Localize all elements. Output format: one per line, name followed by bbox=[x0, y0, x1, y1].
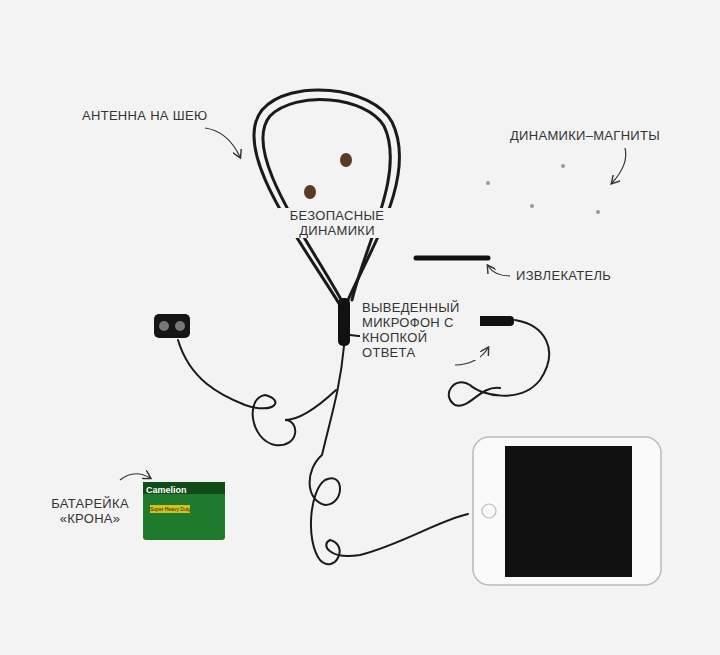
part-label: АНТЕННА НА ШЕЮ bbox=[82, 108, 242, 123]
part-label: БЕЗОПАСНЫЕ ДИНАМИКИ bbox=[278, 208, 396, 238]
battery-clip bbox=[154, 314, 190, 338]
part-label: БАТАРЕЙКА «КРОНА» bbox=[40, 496, 140, 526]
smartphone bbox=[473, 437, 661, 585]
part-label: ДИНАМИКИ–МАГНИТЫ bbox=[510, 128, 700, 143]
extractor bbox=[416, 256, 488, 261]
part-label: ВЫВЕДЕННЫЙ МИКРОФОН С КНОПКОЙ ОТВЕТА bbox=[360, 300, 480, 360]
brand-text: Camelion bbox=[146, 485, 222, 495]
magnets bbox=[486, 164, 600, 214]
battery-subtext: Super Heavy Duty bbox=[150, 505, 190, 513]
neck-antenna bbox=[254, 90, 400, 305]
part-label: ИЗВЛЕКАТЕЛЬ bbox=[516, 268, 656, 283]
earpiece bbox=[304, 185, 316, 199]
control-unit bbox=[338, 298, 350, 346]
leader-arrows bbox=[120, 128, 626, 480]
earpiece bbox=[340, 153, 352, 167]
battery-9v bbox=[143, 482, 225, 540]
